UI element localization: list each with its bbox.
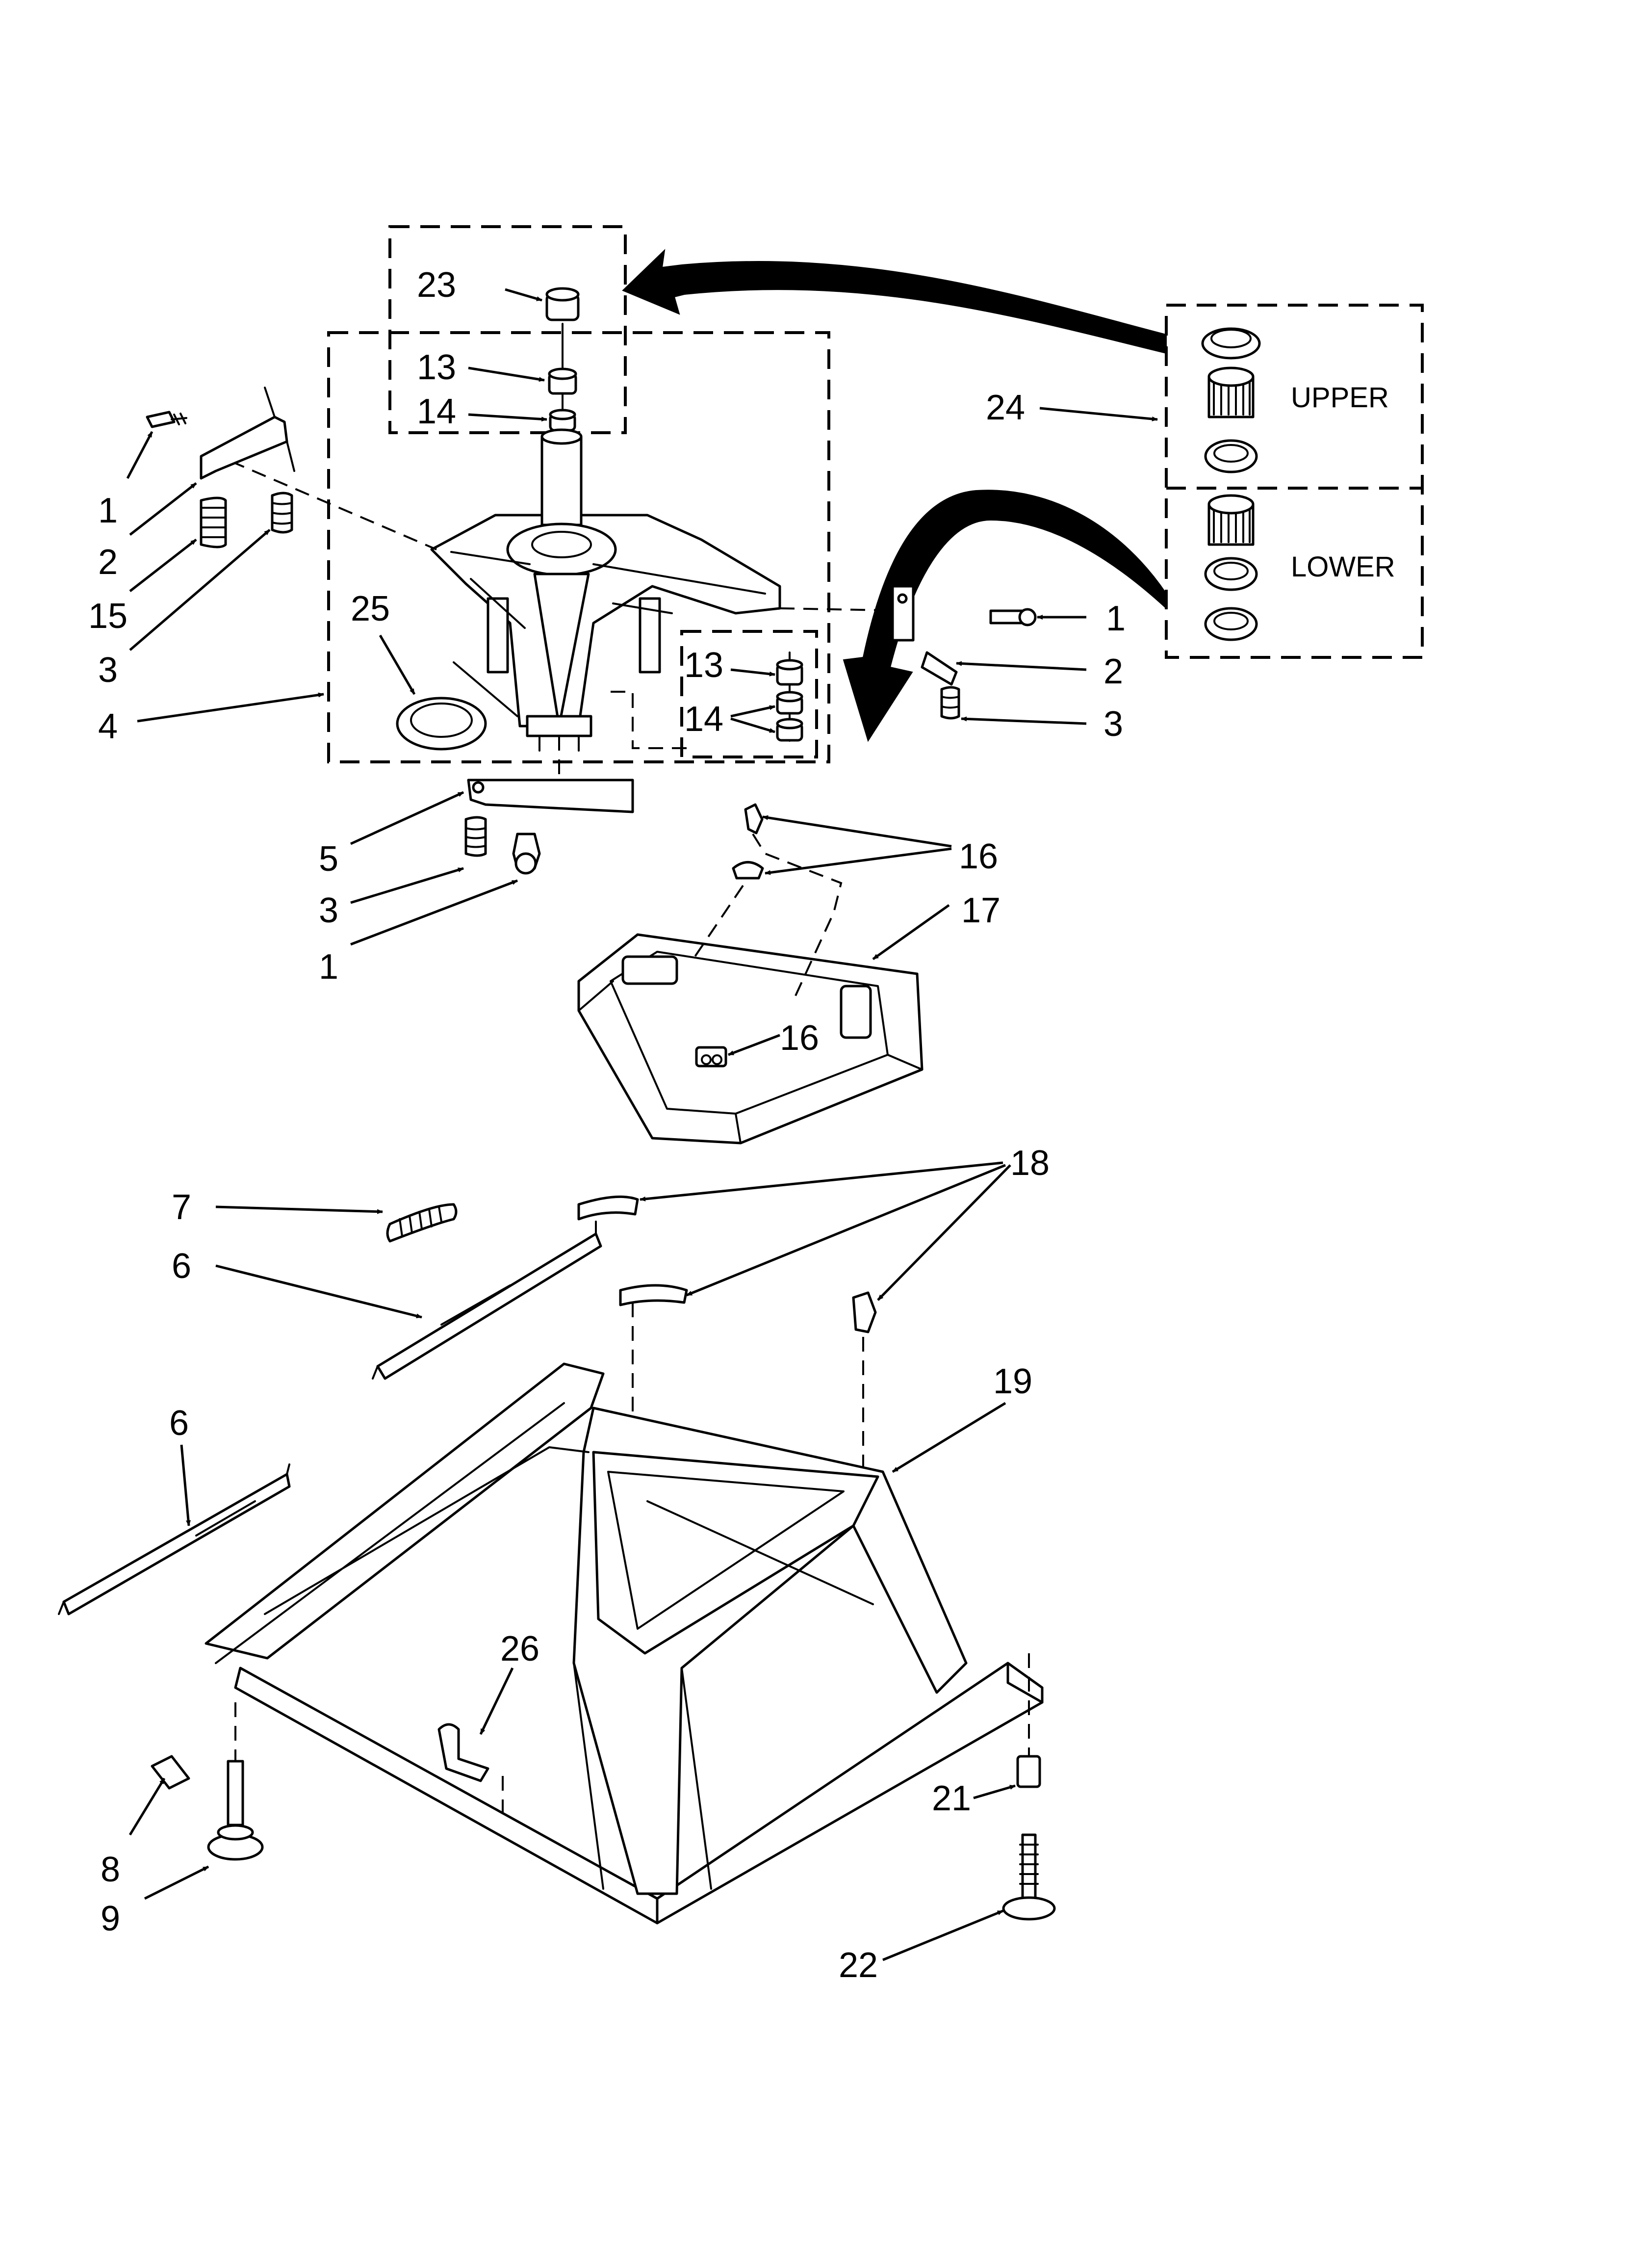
clips-18 bbox=[577, 1195, 877, 1477]
seal-group-box-top bbox=[388, 225, 627, 434]
mechanism-assembly bbox=[430, 428, 781, 752]
callout-6-lower: 6 bbox=[169, 1404, 189, 1443]
cabinet-base bbox=[205, 1362, 1044, 1925]
callout-labels: 23 13 14 24 1 2 15 3 25 4 13 14 1 2 3 5 … bbox=[88, 265, 1126, 1985]
bottom-bracket-group bbox=[464, 779, 634, 875]
bracket-6-upper bbox=[372, 1221, 602, 1380]
callout-4: 4 bbox=[98, 707, 118, 746]
seal-stack-top bbox=[545, 287, 580, 443]
bearing-kit-upper bbox=[1201, 327, 1261, 473]
callout-23: 23 bbox=[417, 265, 456, 305]
callout-16-top: 16 bbox=[959, 837, 998, 876]
callout-9: 9 bbox=[101, 1899, 120, 1938]
callout-16-frame: 16 bbox=[780, 1018, 819, 1058]
bearing-kit-box bbox=[1165, 304, 1424, 659]
callout-8: 8 bbox=[101, 1850, 120, 1889]
callout-1-right: 1 bbox=[1106, 599, 1126, 638]
mechanism-group-box bbox=[327, 331, 830, 763]
callout-1-left: 1 bbox=[98, 491, 118, 530]
mech-connect-line-left bbox=[230, 460, 437, 550]
bearing-kit-upper-label: UPPER bbox=[1291, 382, 1389, 414]
callout-22: 22 bbox=[839, 1946, 878, 1985]
leg-parts bbox=[151, 1653, 1056, 1921]
left-bracket-group bbox=[146, 387, 295, 548]
leader-lines bbox=[126, 288, 1158, 1961]
callout-17: 17 bbox=[961, 891, 1001, 930]
callout-3-bottom: 3 bbox=[319, 891, 338, 930]
spring-7 bbox=[386, 1203, 458, 1243]
callout-13-right: 13 bbox=[684, 646, 723, 685]
callout-3-right: 3 bbox=[1103, 704, 1123, 744]
seal-stack-right bbox=[776, 652, 803, 742]
seal-ring bbox=[396, 661, 518, 751]
callout-3-left: 3 bbox=[98, 651, 118, 690]
callout-19: 19 bbox=[993, 1362, 1032, 1401]
callout-2-left: 2 bbox=[98, 543, 118, 582]
bracket-6-lower bbox=[58, 1463, 291, 1616]
bearing-kit-lower-label: LOWER bbox=[1291, 551, 1395, 583]
frame-clips bbox=[695, 803, 764, 1068]
callout-21: 21 bbox=[932, 1779, 971, 1818]
frame-dash-lines bbox=[691, 833, 843, 1004]
callout-6-upper: 6 bbox=[172, 1247, 191, 1286]
callout-25: 25 bbox=[351, 589, 390, 628]
callout-7: 7 bbox=[172, 1188, 191, 1227]
callout-1-bottom: 1 bbox=[319, 947, 338, 987]
tub-support-frame bbox=[577, 933, 924, 1145]
callout-15: 15 bbox=[88, 597, 128, 636]
callout-26: 26 bbox=[500, 1629, 539, 1668]
callout-24: 24 bbox=[986, 388, 1025, 427]
callout-13-top: 13 bbox=[417, 348, 456, 387]
kit-arrow-lower bbox=[843, 490, 1167, 742]
callout-18: 18 bbox=[1010, 1144, 1050, 1183]
seal-group-box-right bbox=[680, 630, 818, 758]
bearing-kit-lower bbox=[1204, 494, 1258, 641]
callout-5: 5 bbox=[319, 839, 338, 879]
right-bracket-group bbox=[891, 585, 1037, 720]
callout-14-top: 14 bbox=[417, 392, 456, 431]
callout-14-right: 14 bbox=[684, 700, 723, 739]
kit-arrow-upper bbox=[622, 249, 1167, 354]
callout-2-right: 2 bbox=[1103, 652, 1123, 691]
